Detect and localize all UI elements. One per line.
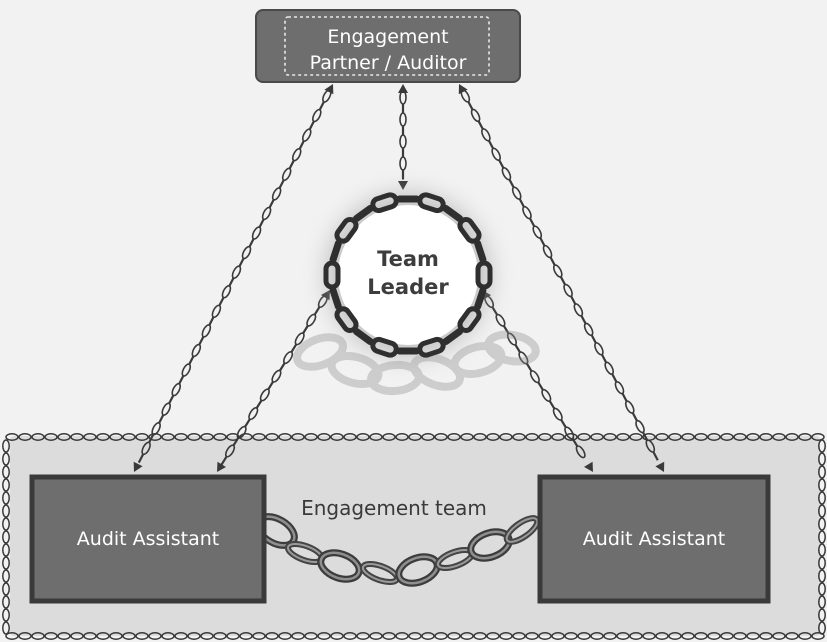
group-chain-border <box>2 433 826 640</box>
team-leader-label-line1: Team <box>377 247 439 271</box>
team-leader-node: Team Leader <box>323 192 493 358</box>
left-audit-assistant-node: Audit Assistant <box>29 474 267 604</box>
chain-partner-to-right-assistant <box>458 84 665 472</box>
chain-partner-to-left-assistant <box>133 84 334 472</box>
faded-chain <box>293 330 540 396</box>
engagement-team-label: Engagement team <box>301 496 487 520</box>
chain-connectors <box>133 84 665 472</box>
right-audit-assistant-node: Audit Assistant <box>537 474 771 604</box>
engagement-partner-label-line1: Engagement <box>327 26 448 48</box>
team-leader-label-line2: Leader <box>367 275 449 299</box>
team-leader-chain-ring <box>323 192 493 358</box>
engagement-partner-node: Engagement Partner / Auditor <box>255 9 521 83</box>
chain-leader-to-right-assistant <box>482 290 593 472</box>
chain-partner-to-team-leader <box>398 84 408 190</box>
left-audit-assistant-label: Audit Assistant <box>77 528 219 550</box>
engagement-partner-label-line2: Partner / Auditor <box>310 52 467 74</box>
assistants-connecting-chain <box>254 513 541 587</box>
chain-leader-to-left-assistant <box>217 290 330 472</box>
right-audit-assistant-label: Audit Assistant <box>583 528 725 550</box>
